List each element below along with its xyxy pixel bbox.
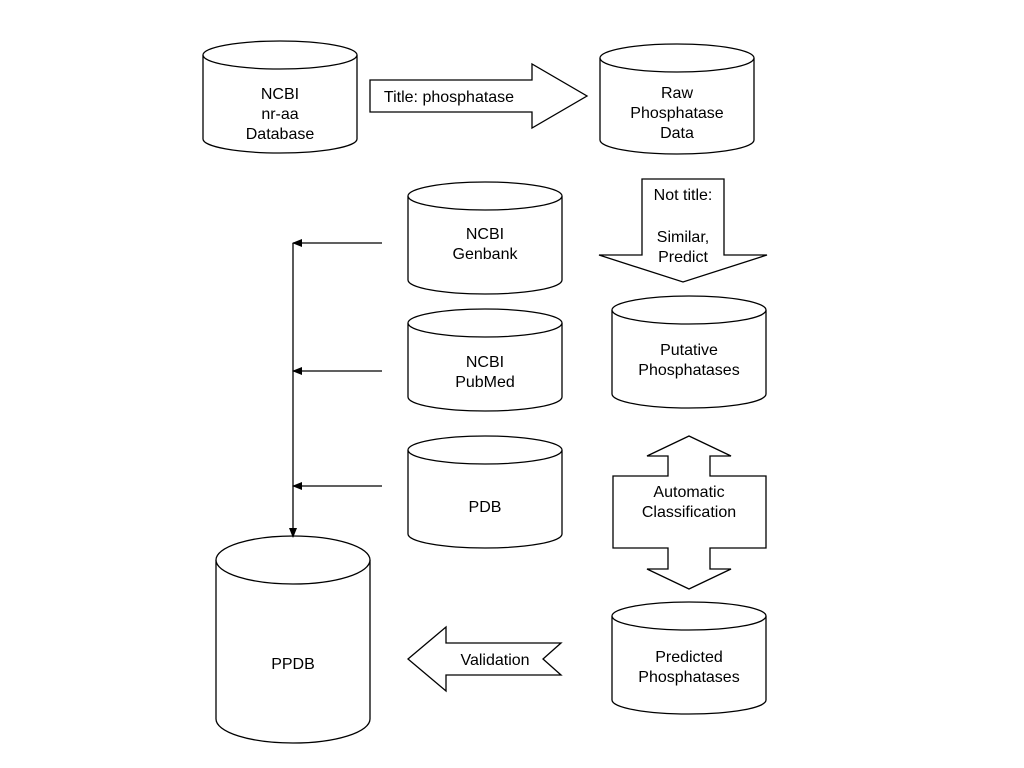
title-filter-arrow: Title: phosphatase (369, 62, 589, 130)
genbank-cylinder: NCBI Genbank (407, 181, 563, 295)
raw-data-label-line-3: Data (660, 125, 694, 142)
predicted-label-line-2: Phosphatases (638, 669, 739, 686)
validation-arrow: Validation (406, 625, 563, 693)
predicted-phosphatases-cylinder: Predicted Phosphatases (611, 601, 767, 715)
nr-aa-database-label-line-3: Database (246, 126, 315, 143)
validation-label: Validation (460, 652, 529, 669)
not-title-label-line-3: Similar, (657, 229, 709, 246)
classification-label-line-2: Classification (642, 504, 736, 521)
ppdb-cylinder: PPDB (215, 535, 371, 744)
source-connectors (289, 239, 382, 538)
nr-aa-database-cylinder: NCBI nr-aa Database (202, 40, 358, 154)
nr-aa-database-label-line-2: nr-aa (261, 106, 298, 123)
putative-phosphatases-cylinder: Putative Phosphatases (611, 295, 767, 409)
not-title-arrow: Not title: Similar, Predict (598, 178, 768, 283)
predicted-label-line-1: Predicted (655, 649, 723, 666)
raw-data-label-line-2: Phosphatase (630, 105, 724, 122)
classification-label-line-1: Automatic (653, 484, 724, 501)
not-title-label-line-4: Predict (658, 249, 708, 266)
raw-data-label-line-1: Raw (661, 85, 693, 102)
pdb-label: PDB (469, 499, 502, 516)
pdb-cylinder: PDB (407, 435, 563, 549)
genbank-label-line-1: NCBI (466, 226, 504, 243)
raw-phosphatase-data-cylinder: Raw Phosphatase Data (599, 43, 755, 155)
pubmed-label-line-2: PubMed (455, 374, 515, 391)
not-title-label-line-1: Not title: (654, 187, 713, 204)
pubmed-cylinder: NCBI PubMed (407, 308, 563, 412)
pubmed-label-line-1: NCBI (466, 354, 504, 371)
title-filter-label: Title: phosphatase (384, 89, 514, 106)
automatic-classification-arrow: Automatic Classification (612, 435, 767, 590)
putative-label-line-1: Putative (660, 342, 718, 359)
putative-label-line-2: Phosphatases (638, 362, 739, 379)
nr-aa-database-label-line-1: NCBI (261, 86, 299, 103)
ppdb-label: PPDB (271, 656, 315, 673)
genbank-label-line-2: Genbank (453, 246, 519, 263)
